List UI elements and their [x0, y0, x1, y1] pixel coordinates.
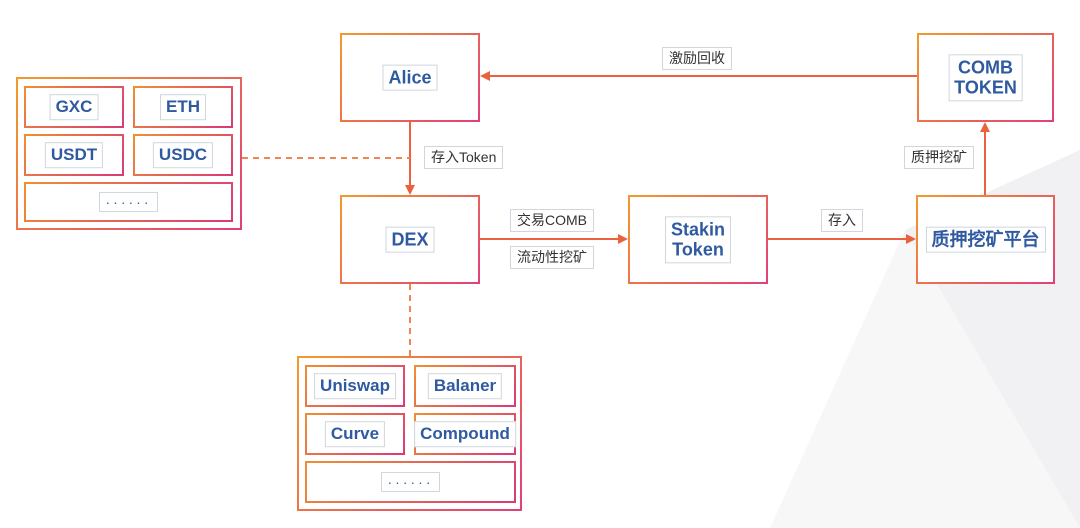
token-item-label: ETH — [160, 94, 206, 120]
edge-label-liquidity-mining: 流动性挖矿 — [510, 246, 594, 269]
token-item-label: USDC — [152, 142, 214, 168]
token-item-label: USDT — [44, 142, 104, 168]
node-staking-platform-label: 质押挖矿平台 — [925, 226, 1046, 253]
token-item-more: ······ — [24, 182, 233, 222]
dex-item-label: Uniswap — [314, 373, 396, 399]
node-alice: Alice — [340, 33, 480, 122]
node-stakin-token: Stakin Token — [628, 195, 768, 284]
dex-item-uniswap: Uniswap — [305, 365, 405, 407]
node-dex: DEX — [340, 195, 480, 284]
token-group: GXC ETH USDT USDC ······ — [16, 77, 242, 230]
dex-item-curve: Curve — [305, 413, 405, 455]
node-staking-platform: 质押挖矿平台 — [916, 195, 1055, 284]
dex-item-balaner: Balaner — [414, 365, 516, 407]
dex-group: Uniswap Balaner Curve Compound ······ — [297, 356, 522, 511]
dex-item-label: Curve — [324, 421, 386, 447]
node-alice-label: Alice — [382, 64, 438, 91]
dex-item-label: Compound — [414, 421, 516, 447]
token-item-gxc: GXC — [24, 86, 124, 128]
ellipsis-label: ······ — [98, 191, 159, 213]
token-item-usdt: USDT — [24, 134, 124, 176]
ellipsis-label: ······ — [380, 471, 441, 493]
token-item-label: GXC — [49, 94, 99, 120]
node-comb-token-label: COMB TOKEN — [948, 53, 1023, 102]
token-item-eth: ETH — [133, 86, 233, 128]
edge-label-trade-comb: 交易COMB — [510, 209, 594, 232]
edge-label-reward-recovery: 激励回收 — [662, 47, 732, 70]
node-stakin-token-label: Stakin Token — [664, 215, 732, 264]
dex-item-compound: Compound — [414, 413, 516, 455]
node-dex-label: DEX — [385, 226, 435, 253]
dex-item-more: ······ — [305, 461, 516, 503]
token-item-usdc: USDC — [133, 134, 233, 176]
node-comb-token: COMB TOKEN — [917, 33, 1054, 122]
edge-label-deposit-token: 存入Token — [424, 146, 504, 169]
dex-item-label: Balaner — [427, 373, 503, 399]
edge-label-deposit: 存入 — [821, 209, 863, 232]
edge-label-staking-mining: 质押挖矿 — [904, 146, 974, 169]
